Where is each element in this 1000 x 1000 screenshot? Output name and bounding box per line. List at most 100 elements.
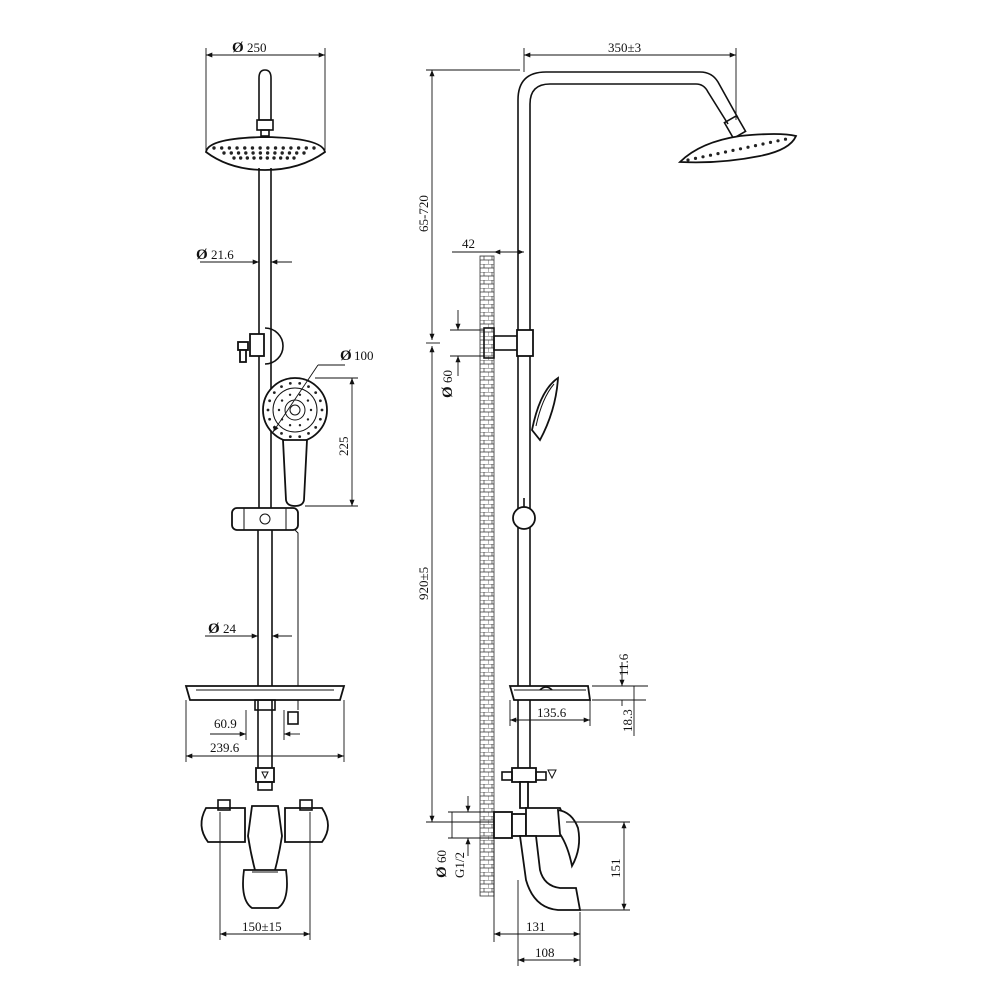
dim-head-height-adjust: 65-720 — [416, 195, 431, 232]
nozzle-dot — [278, 156, 283, 160]
nozzle-dot — [258, 146, 262, 150]
nozzle-dot — [298, 382, 302, 385]
nozzle-dot — [307, 431, 310, 435]
nozzle-dot — [296, 146, 301, 150]
nozzle-dot — [318, 417, 322, 421]
nozzle-dot — [243, 146, 247, 150]
side-shelf — [508, 685, 592, 701]
side-view: 350±3 65-720 42 Ø 60 920±5 11.6 135.6 18… — [416, 40, 798, 966]
nozzle-dot — [288, 435, 292, 438]
nozzle-dot — [268, 417, 272, 421]
front-dimensions — [185, 48, 358, 940]
dim-riser-diameter-symbol: Ø — [196, 247, 208, 263]
nozzle-dot — [277, 408, 281, 412]
dim-thread: G1/2 — [452, 852, 467, 878]
dim-shelf-width: 239.6 — [210, 740, 240, 755]
nozzle-dot — [285, 156, 290, 160]
nozzle-dot — [723, 150, 728, 154]
dim-spout-length: 131 — [526, 919, 546, 934]
dim-hand-diameter: 100 — [354, 348, 374, 363]
nozzle-dot — [227, 146, 232, 150]
nozzle-dot — [273, 146, 278, 150]
dim-shelf-depth: 135.6 — [537, 705, 567, 720]
nozzle-dot — [232, 156, 236, 160]
nozzle-dot — [258, 151, 263, 155]
nozzle-dot — [738, 147, 743, 151]
nozzle-dot — [258, 156, 263, 160]
nozzle-dot — [312, 146, 316, 150]
nozzle-dot — [287, 151, 292, 155]
nozzle-dot — [250, 146, 255, 150]
nozzle-dot — [761, 142, 765, 146]
nozzle-dot — [320, 408, 324, 412]
dim-hand-diameter-symbol: Ø — [340, 348, 352, 364]
front-shower-arm — [256, 69, 274, 137]
front-labels: Ø 250 Ø 21.6 Ø 100 225 Ø 24 60.9 239.6 1… — [196, 40, 374, 934]
nozzle-dot — [222, 151, 226, 155]
nozzle-dot — [266, 146, 270, 150]
nozzle-dot — [272, 391, 276, 395]
nozzle-dot — [244, 151, 248, 155]
nozzle-dot — [245, 156, 250, 160]
wall-hatching — [479, 255, 495, 897]
nozzle-dot — [686, 158, 690, 162]
dim-riser-diameter: 21.6 — [211, 247, 234, 262]
front-shelf — [184, 685, 346, 711]
front-lower-tube — [257, 530, 273, 770]
nozzle-dot — [292, 156, 296, 160]
dim-lower-tube-symbol: Ø — [208, 621, 220, 637]
dim-head-diameter-symbol: Ø — [232, 40, 244, 56]
nozzle-dot — [298, 393, 302, 396]
nozzle-dot — [302, 151, 306, 155]
dim-total-height: 920±5 — [416, 567, 431, 600]
nozzle-dot — [701, 155, 705, 159]
dim-shelf-thickness: 11.6 — [616, 653, 631, 676]
dim-shelf-bottom: 18.3 — [620, 709, 635, 732]
hand-shower-nozzles — [266, 382, 324, 438]
front-slider-holder — [231, 507, 299, 531]
dim-bracket-diameter: 60 — [440, 370, 455, 383]
front-wall-bracket — [237, 327, 284, 365]
side-head-nozzles — [686, 137, 788, 162]
nozzle-dot — [265, 151, 270, 155]
nozzle-dot — [306, 399, 310, 402]
nozzle-dot — [307, 385, 310, 389]
nozzle-dot — [783, 137, 788, 141]
nozzle-dot — [219, 146, 224, 150]
dim-spout-height: 151 — [608, 859, 623, 879]
dim-lower-tube-diameter: 24 — [223, 621, 237, 636]
nozzle-dot — [280, 399, 284, 402]
dim-shelf-offset: 60.9 — [214, 716, 237, 731]
nozzle-dot — [251, 151, 255, 155]
side-riser-lower — [517, 356, 531, 770]
nozzle-dot — [768, 140, 773, 144]
front-rain-shower-head — [205, 136, 327, 171]
dim-mixer-depth: 108 — [535, 945, 555, 960]
nozzle-dot — [238, 156, 243, 160]
dim-wall-distance: 42 — [462, 236, 475, 251]
side-labels: 350±3 65-720 42 Ø 60 920±5 11.6 135.6 18… — [416, 40, 641, 960]
front-hose — [287, 529, 299, 725]
nozzle-dot — [776, 139, 780, 143]
side-dimensions — [426, 48, 737, 966]
nozzle-dot — [280, 151, 284, 155]
nozzle-dot — [318, 399, 322, 403]
nozzle-dot — [280, 431, 283, 435]
nozzle-dot — [265, 156, 270, 160]
nozzle-dot — [693, 156, 698, 160]
front-hand-shower — [262, 377, 328, 507]
side-wall-bracket — [483, 327, 534, 359]
nozzle-dot — [314, 391, 318, 395]
nozzle-dot — [235, 146, 239, 150]
nozzle-dot — [716, 152, 720, 156]
nozzle-dot — [268, 399, 272, 403]
nozzle-dot — [731, 148, 735, 152]
nozzle-dot — [304, 146, 309, 150]
nozzle-dot — [298, 424, 302, 427]
nozzle-dot — [272, 156, 276, 160]
dim-mixer-flange-diameter: 60 — [434, 850, 449, 863]
nozzle-dot — [266, 408, 270, 412]
head-nozzles — [212, 146, 316, 160]
nozzle-dot — [252, 156, 256, 160]
